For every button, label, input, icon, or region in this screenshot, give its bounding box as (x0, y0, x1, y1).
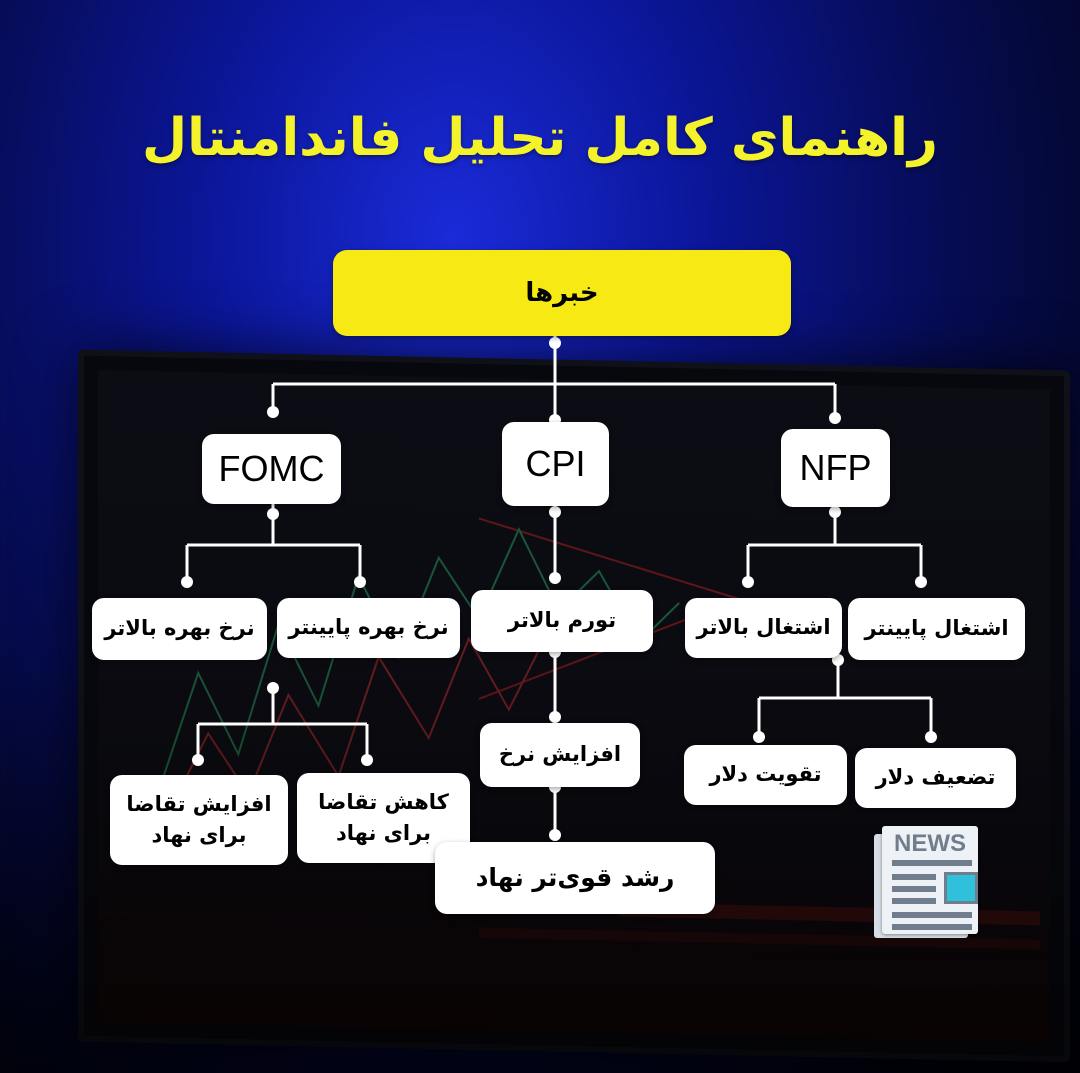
page-title: راهنمای کامل تحلیل فاندامنتال (142, 108, 938, 168)
news-icon-label: NEWS (894, 830, 966, 857)
node-nfp: NFP (781, 429, 890, 507)
node-lower-interest-rate: نرخ بهره پایینتر (277, 598, 460, 658)
node-dollar-strengthening: تقویت دلار (684, 745, 847, 805)
node-rate-increase: افزایش نرخ (480, 723, 640, 787)
node-fomc: FOMC (202, 434, 341, 504)
node-higher-interest-rate: نرخ بهره بالاتر (92, 598, 267, 660)
node-dollar-weakening: تضعیف دلار (855, 748, 1016, 808)
newspaper-icon: NEWS (874, 826, 978, 938)
node-cpi: CPI (502, 422, 609, 506)
node-higher-inflation: تورم بالاتر (471, 590, 653, 652)
root-node-news: خبرها (333, 250, 791, 336)
node-decrease-demand: کاهش تقاضا برای نهاد (297, 773, 470, 863)
node-increase-demand: افزایش تقاضا برای نهاد (110, 775, 288, 865)
node-stronger-growth: رشد قوی‌تر نهاد (435, 842, 715, 914)
node-higher-employment: اشتغال بالاتر (685, 598, 842, 658)
node-lower-employment: اشتغال پایینتر (848, 598, 1025, 660)
